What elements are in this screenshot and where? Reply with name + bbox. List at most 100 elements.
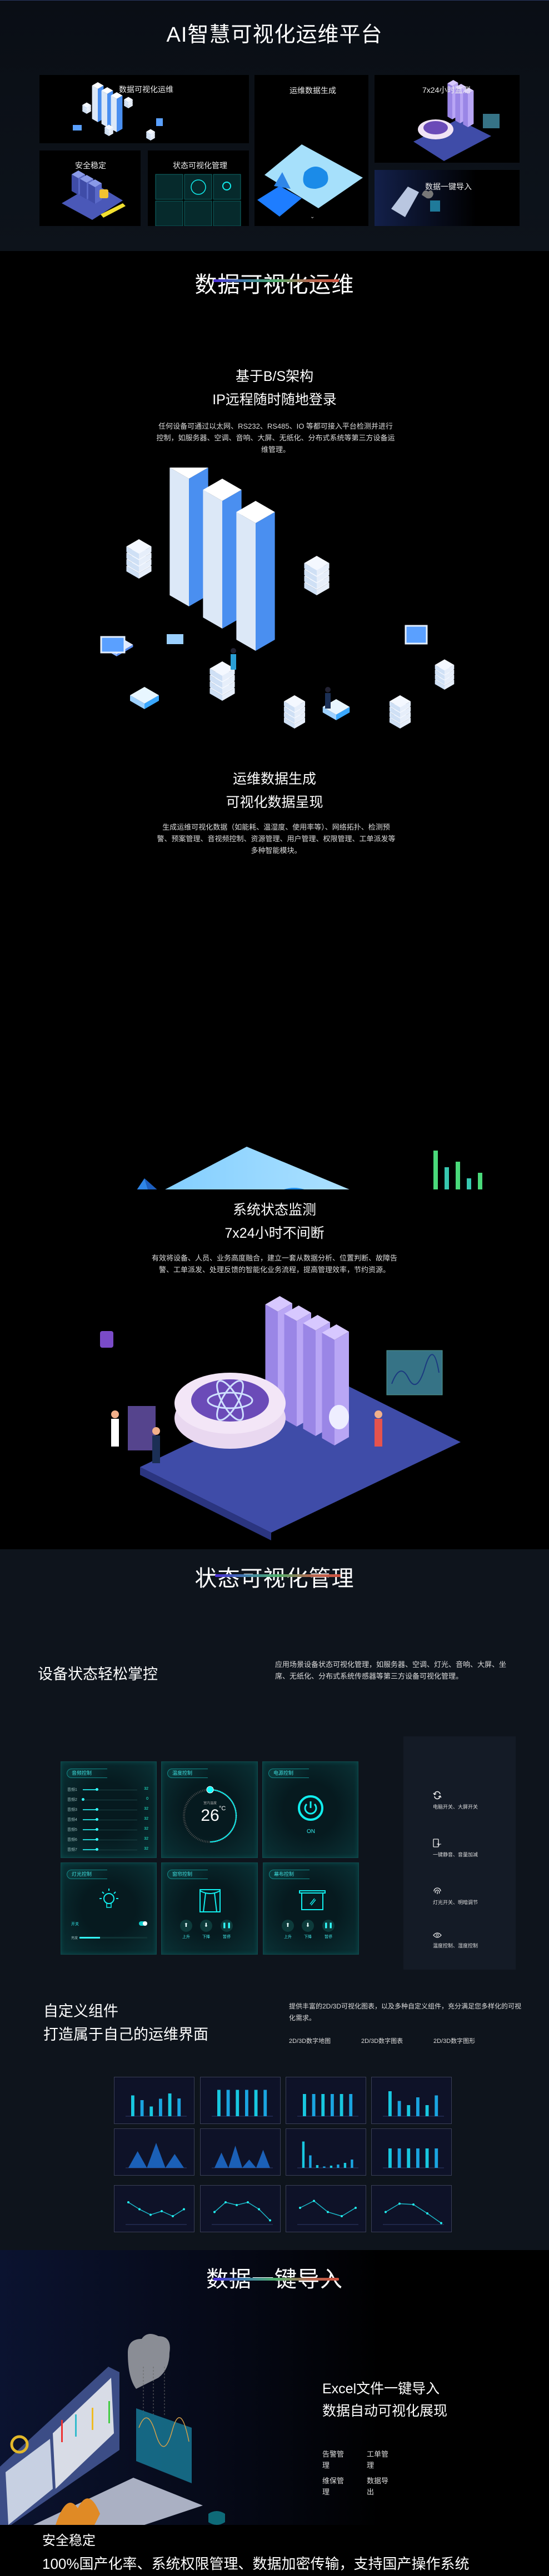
box-left-face [447,83,452,119]
server-illustration-icon [73,82,163,140]
dashboard-plate [165,1147,350,1189]
box-top-face [435,659,455,671]
button-label: 暂停 [223,1935,231,1939]
box-left-face [104,132,109,136]
slider-handle[interactable] [95,1838,98,1841]
data-point [341,2215,343,2217]
person-head [375,1410,382,1418]
feature-subheading: 7x24小时不间断 [224,1226,325,1241]
bar-mark [254,2090,258,2116]
cube-icon [130,687,159,709]
box-left-face [389,706,400,718]
light-switch-toggle[interactable] [139,1921,147,1926]
screen-pause-button[interactable]: ❚❚ [322,1920,335,1932]
data-dashboard-illustration [137,1147,482,1189]
card-data-import[interactable]: 数据一键导入 [375,170,520,226]
pyramid-chart [274,172,291,189]
curtain-up-button[interactable]: ⬆ [180,1920,192,1932]
laptop-screen [100,636,126,654]
box-left-face [124,104,128,108]
series-line [385,2203,442,2224]
screen-down-button[interactable]: ⬇ [302,1920,314,1932]
box-right-face [109,127,113,132]
bar-mark [340,2094,343,2116]
data-point [183,2208,185,2211]
box-right-face [256,512,275,651]
data-point [236,2204,238,2206]
box-right-face [128,99,133,104]
channel-value: 32 [144,1837,148,1841]
card-data-generation[interactable]: ⌄ 运维数据生成 [254,75,368,226]
chart-line [391,1354,440,1385]
box-left-face [71,174,78,195]
curtain-down-button[interactable]: ⬇ [200,1920,212,1932]
slider-handle[interactable] [95,1788,98,1791]
data-point [138,2208,141,2211]
mini-chart-card [286,2128,366,2176]
feature-subheading: 可视化数据呈现 [226,795,323,810]
box-right-face [445,670,455,680]
button-label: 暂停 [325,1935,332,1939]
security-section: 安全稳定 100%国产化率、系统权限管理、数据加密传输，支持国产操作系统 [0,2525,549,2576]
series-line [214,2202,271,2221]
box-top-face [104,124,113,130]
box-right-face [128,104,133,108]
intro-heading: 设备状态轻松掌控 [38,1666,158,1683]
box-right-face [317,576,330,589]
panel-title: 电源控制 [268,1769,310,1778]
feature-item: 电脑开关、大屏开关 [433,1791,478,1810]
box-right-face [87,104,91,109]
slider-handle[interactable] [95,1808,98,1811]
bar-mark [321,2094,325,2116]
box-right-face [151,136,155,140]
box-top-face [463,88,474,94]
bar-mark [217,2090,221,2116]
slider-handle[interactable] [95,1828,98,1831]
person-body [325,693,331,709]
card-security[interactable]: 安全稳定 [39,150,141,226]
box-right-face [445,675,455,685]
dial-handle[interactable] [206,1786,214,1794]
server-stack [304,556,330,576]
box-left-face [146,131,151,136]
mini-chart [297,2094,358,2117]
tag-chart: 2D/3D数字图表 [361,2038,403,2045]
power-button-icon[interactable] [297,1794,325,1822]
bar-mark [435,2148,438,2168]
projector-screen-icon [299,1890,326,1910]
brightness-slider[interactable] [79,1937,147,1939]
box-left-face [209,681,222,695]
cloud-icon [422,190,433,199]
title-underline [213,2278,339,2281]
bar-mark [351,2160,353,2168]
temperature-value: 26 [201,1806,219,1825]
feature-heading: 系统状态监测 [232,1202,316,1218]
data-point [224,2201,227,2203]
card-data-visualization[interactable]: 数据可视化运维 [39,75,249,143]
bar-mark [433,1151,438,1189]
temperature-dial[interactable] [178,1784,242,1847]
security-heading: 安全稳定 [42,2533,96,2548]
box-right-face [109,129,113,134]
workstation-plate [257,186,302,217]
box-right-face [139,566,152,579]
mini-panel [155,174,183,200]
slider-handle[interactable] [82,1798,84,1801]
box-left-face [209,675,222,688]
atom-orbit-icon [207,1392,253,1409]
screen-up-button[interactable]: ⬆ [282,1920,294,1932]
server-tower [203,479,242,629]
card-monitoring[interactable]: 7x24小时监测 [375,75,520,163]
slider-handle[interactable] [95,1848,98,1851]
slider-handle[interactable] [95,1818,98,1821]
import-illustration-icon [391,187,440,217]
card-label: 数据可视化运维 [119,85,173,94]
card-status-management[interactable]: 状态可视化管理 [148,150,249,226]
channel-label: 音频5 [67,1828,77,1832]
curtain-pause-button[interactable]: ❚❚ [221,1920,233,1932]
box-left-face [304,576,317,589]
hero-section: AI智慧可视化运维平台 数据可视化运维 ⌄ 运维数据生成 7x24小时监测 安全… [0,0,549,251]
custom-heading: 自定义组件 [43,2003,118,2020]
box-right-face [87,107,91,112]
